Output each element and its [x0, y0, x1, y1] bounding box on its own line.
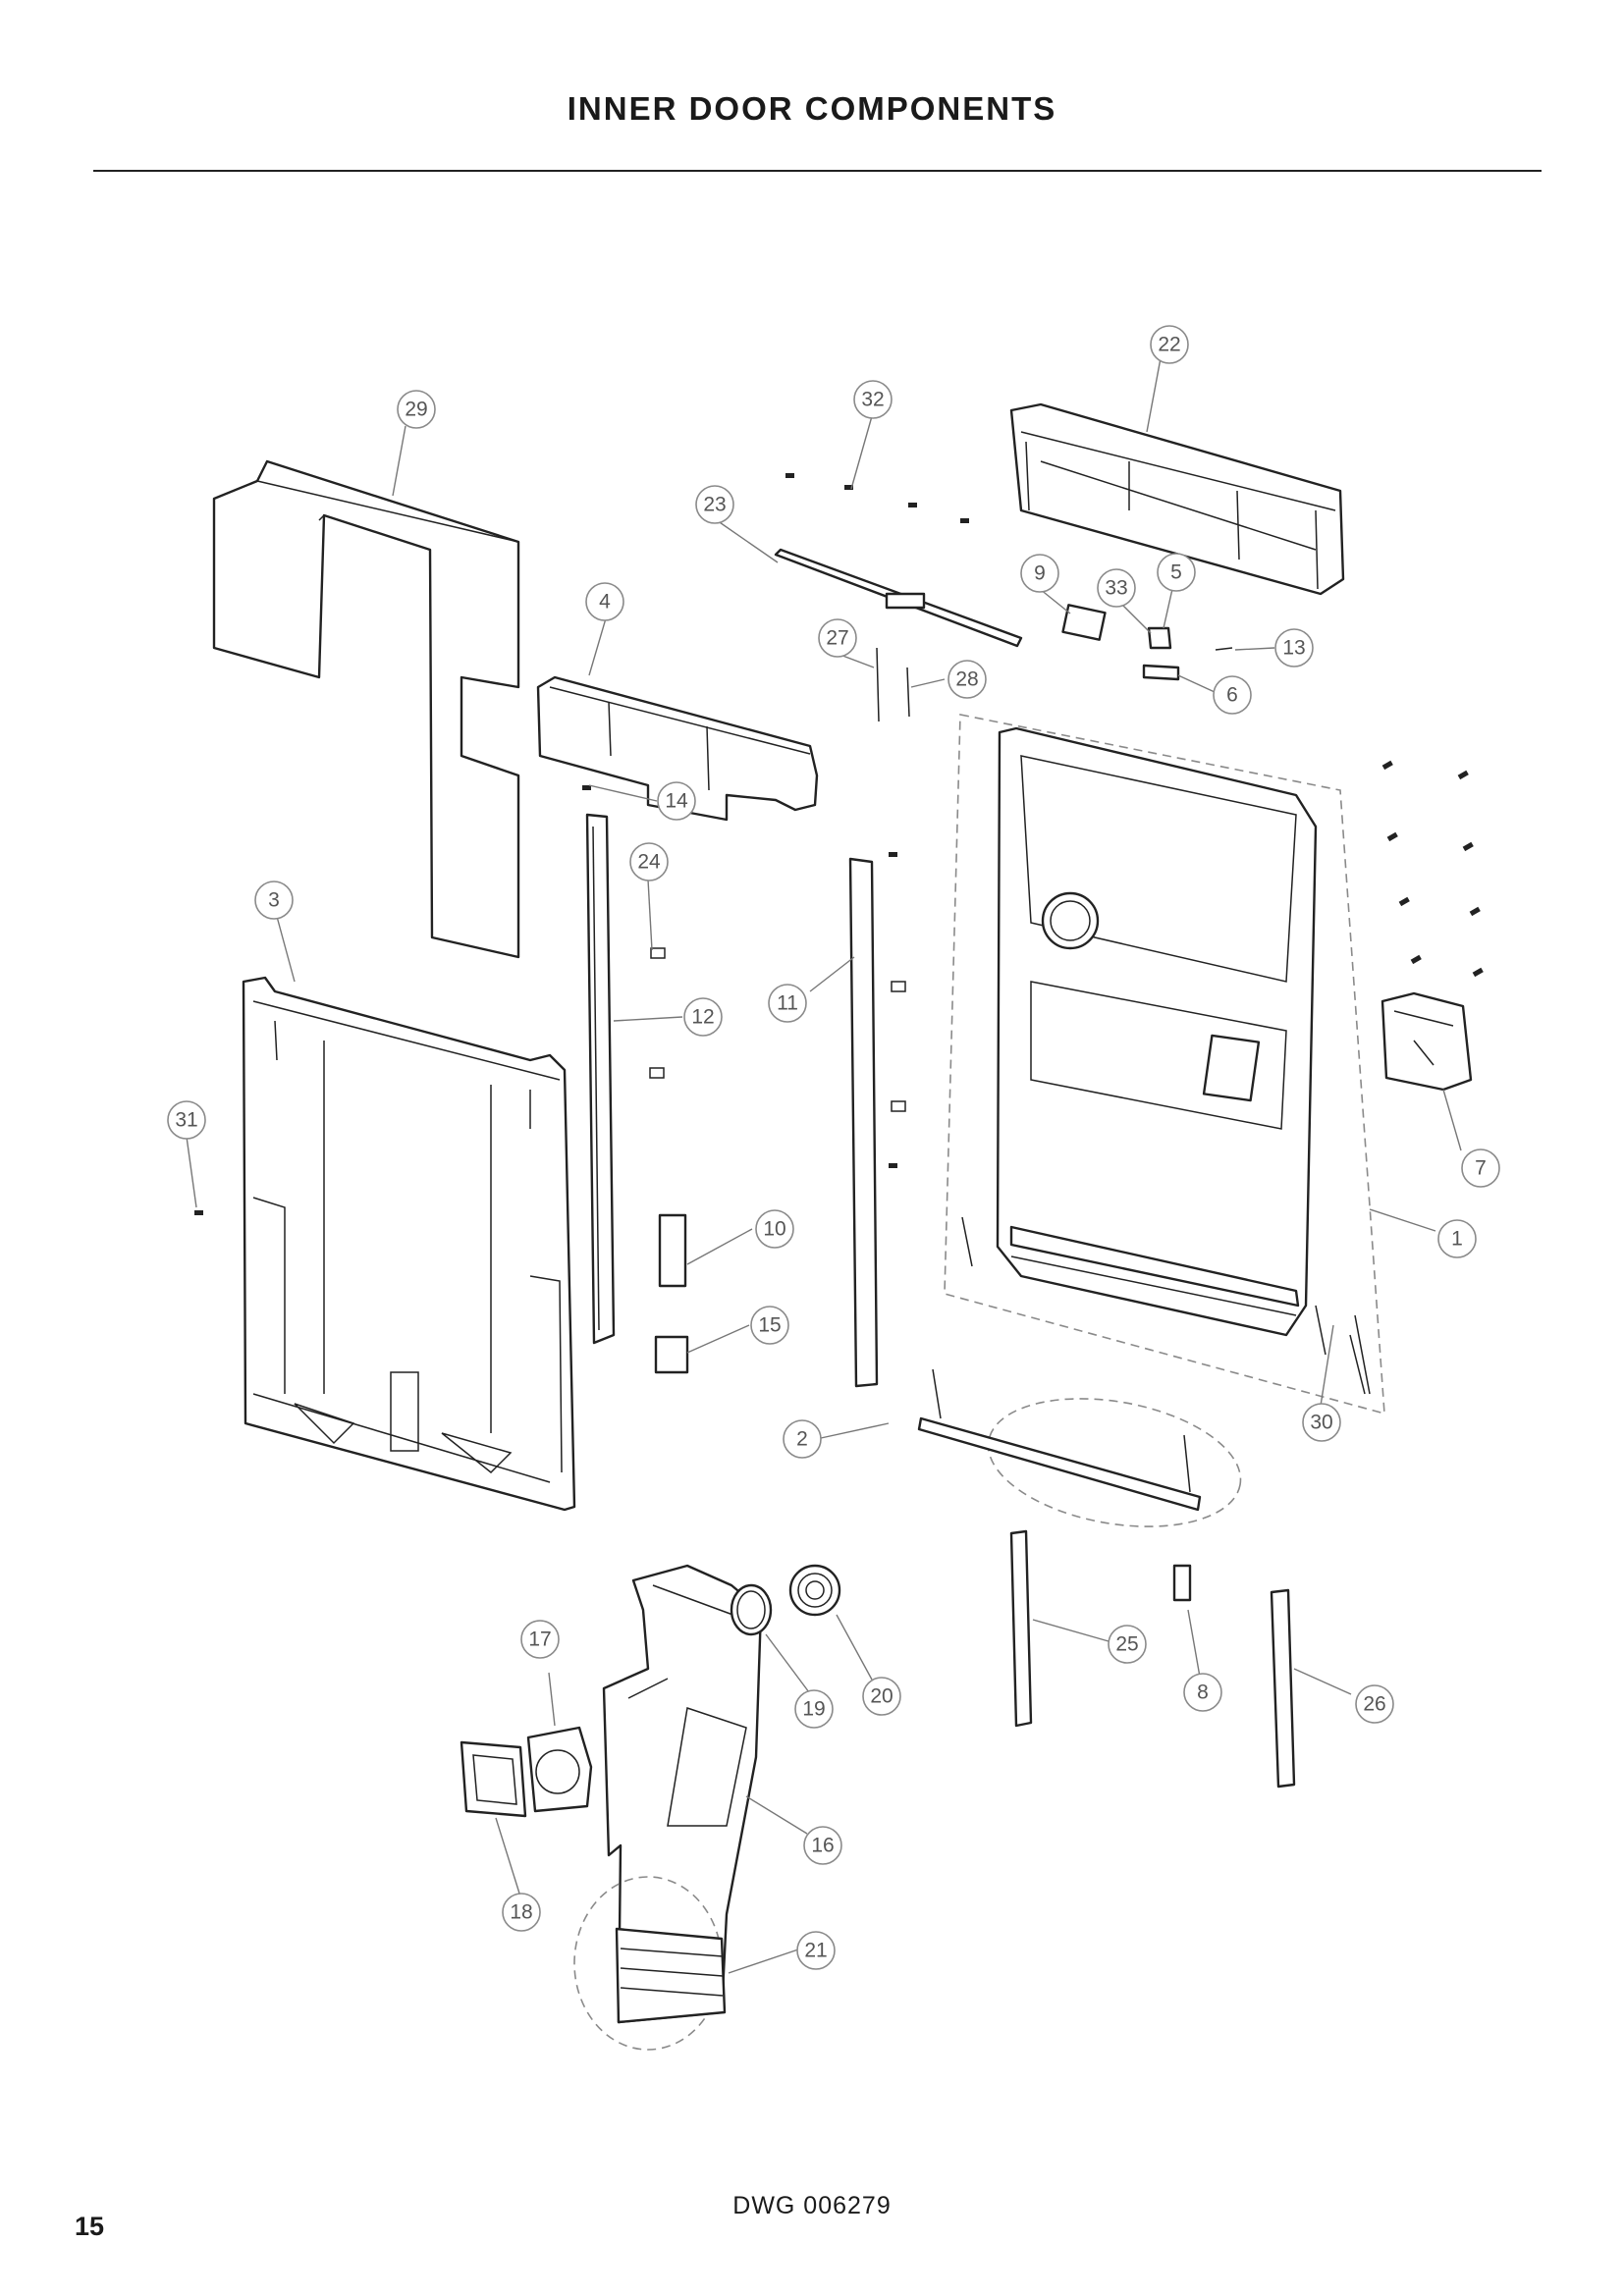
fan-assembly-part — [526, 1726, 593, 1813]
hinge-bracket-left-part — [1009, 1529, 1033, 1728]
clip-part — [1315, 1305, 1366, 1395]
page-title: INNER DOOR COMPONENTS — [567, 90, 1057, 127]
callout-12: 12 — [683, 997, 723, 1037]
callout-22: 22 — [1150, 325, 1189, 364]
svg-text:32: 32 — [861, 389, 884, 411]
svg-text:1: 1 — [1451, 1228, 1463, 1251]
screw-part — [1215, 647, 1233, 651]
svg-text:21: 21 — [804, 1940, 827, 1962]
control-board-part — [774, 548, 1023, 648]
callout-15: 15 — [750, 1306, 789, 1345]
callout-30: 30 — [1302, 1403, 1341, 1442]
svg-text:33: 33 — [1105, 577, 1127, 600]
svg-text:7: 7 — [1475, 1157, 1487, 1180]
callout-17: 17 — [520, 1620, 560, 1659]
callout-3: 3 — [254, 881, 294, 920]
module-part — [1061, 604, 1107, 641]
seal-ring-part — [730, 1583, 773, 1636]
gasket-frame-part — [460, 1740, 527, 1818]
svg-text:4: 4 — [599, 591, 611, 614]
svg-text:30: 30 — [1310, 1412, 1332, 1434]
callout-24: 24 — [629, 842, 669, 881]
door-liner-part — [944, 714, 1385, 1415]
callout-18: 18 — [502, 1893, 541, 1932]
callout-10: 10 — [755, 1209, 794, 1249]
vent-grille-part — [573, 1876, 727, 2051]
switch-part — [1147, 626, 1172, 650]
svg-text:18: 18 — [510, 1901, 532, 1924]
svg-text:29: 29 — [405, 399, 427, 421]
callout-8: 8 — [1183, 1673, 1222, 1712]
callout-2: 2 — [783, 1419, 822, 1459]
svg-text:9: 9 — [1034, 562, 1046, 585]
hinge-bar-part — [917, 1368, 1242, 1527]
left-channel-part — [585, 813, 616, 1345]
callout-28: 28 — [947, 660, 987, 699]
callout-25: 25 — [1108, 1625, 1147, 1664]
fan-cover-part — [788, 1564, 841, 1617]
callout-11: 11 — [768, 984, 807, 1023]
latch-plate-part — [658, 1213, 687, 1288]
svg-text:6: 6 — [1226, 684, 1238, 707]
callout-1: 1 — [1437, 1219, 1477, 1258]
svg-text:19: 19 — [802, 1698, 825, 1721]
svg-text:24: 24 — [637, 851, 661, 874]
svg-text:20: 20 — [870, 1685, 893, 1708]
callout-32: 32 — [853, 380, 893, 419]
svg-text:3: 3 — [268, 889, 280, 912]
title-rule — [93, 170, 1542, 172]
leader-lines — [186, 357, 1462, 1974]
controller-part — [1380, 991, 1473, 1092]
page-number: 15 — [75, 2212, 105, 2241]
svg-text:31: 31 — [175, 1109, 197, 1132]
svg-text:5: 5 — [1170, 561, 1182, 584]
callout-7: 7 — [1461, 1148, 1500, 1188]
svg-text:11: 11 — [777, 992, 798, 1015]
control-bracket-part — [536, 675, 819, 822]
svg-text:2: 2 — [796, 1428, 808, 1451]
callout-16: 16 — [803, 1826, 842, 1865]
callout-21: 21 — [796, 1931, 836, 1970]
callout-33: 33 — [1097, 568, 1136, 608]
callout-27: 27 — [818, 618, 857, 658]
callout-29: 29 — [397, 390, 436, 429]
callout-9: 9 — [1020, 554, 1059, 593]
svg-text:25: 25 — [1115, 1633, 1138, 1656]
callout-19: 19 — [794, 1689, 834, 1729]
svg-text:22: 22 — [1158, 334, 1180, 356]
svg-text:13: 13 — [1282, 637, 1305, 660]
hinge-bracket-right-part — [1270, 1588, 1296, 1789]
screw-set — [194, 473, 1484, 1215]
callout-5: 5 — [1157, 553, 1196, 592]
right-channel-part — [848, 857, 879, 1388]
svg-text:27: 27 — [826, 627, 848, 650]
svg-text:12: 12 — [691, 1006, 714, 1029]
callout-4: 4 — [585, 582, 624, 621]
callout-23: 23 — [695, 485, 734, 524]
callout-20: 20 — [862, 1677, 901, 1716]
callout-31: 31 — [167, 1100, 206, 1140]
svg-text:15: 15 — [758, 1314, 781, 1337]
callout-6: 6 — [1213, 675, 1252, 715]
svg-text:17: 17 — [528, 1629, 551, 1651]
insulation-blanket-part — [212, 459, 520, 959]
svg-text:10: 10 — [763, 1218, 785, 1241]
svg-text:26: 26 — [1363, 1693, 1385, 1716]
console-housing-part — [1009, 402, 1345, 596]
bracket-plate-part — [654, 1335, 689, 1374]
rod-part — [876, 647, 910, 722]
callout-14: 14 — [657, 781, 696, 821]
svg-text:14: 14 — [665, 790, 688, 813]
drawing-number: DWG 006279 — [732, 2192, 892, 2219]
inner-door-panel-part — [242, 976, 576, 1512]
svg-text:16: 16 — [811, 1835, 834, 1857]
svg-text:23: 23 — [703, 494, 726, 516]
connector-part — [1142, 664, 1180, 681]
callout-26: 26 — [1355, 1684, 1394, 1724]
svg-text:28: 28 — [955, 668, 978, 691]
sensor-part — [1172, 1564, 1192, 1602]
callout-13: 13 — [1274, 628, 1314, 667]
svg-text:8: 8 — [1197, 1682, 1209, 1704]
